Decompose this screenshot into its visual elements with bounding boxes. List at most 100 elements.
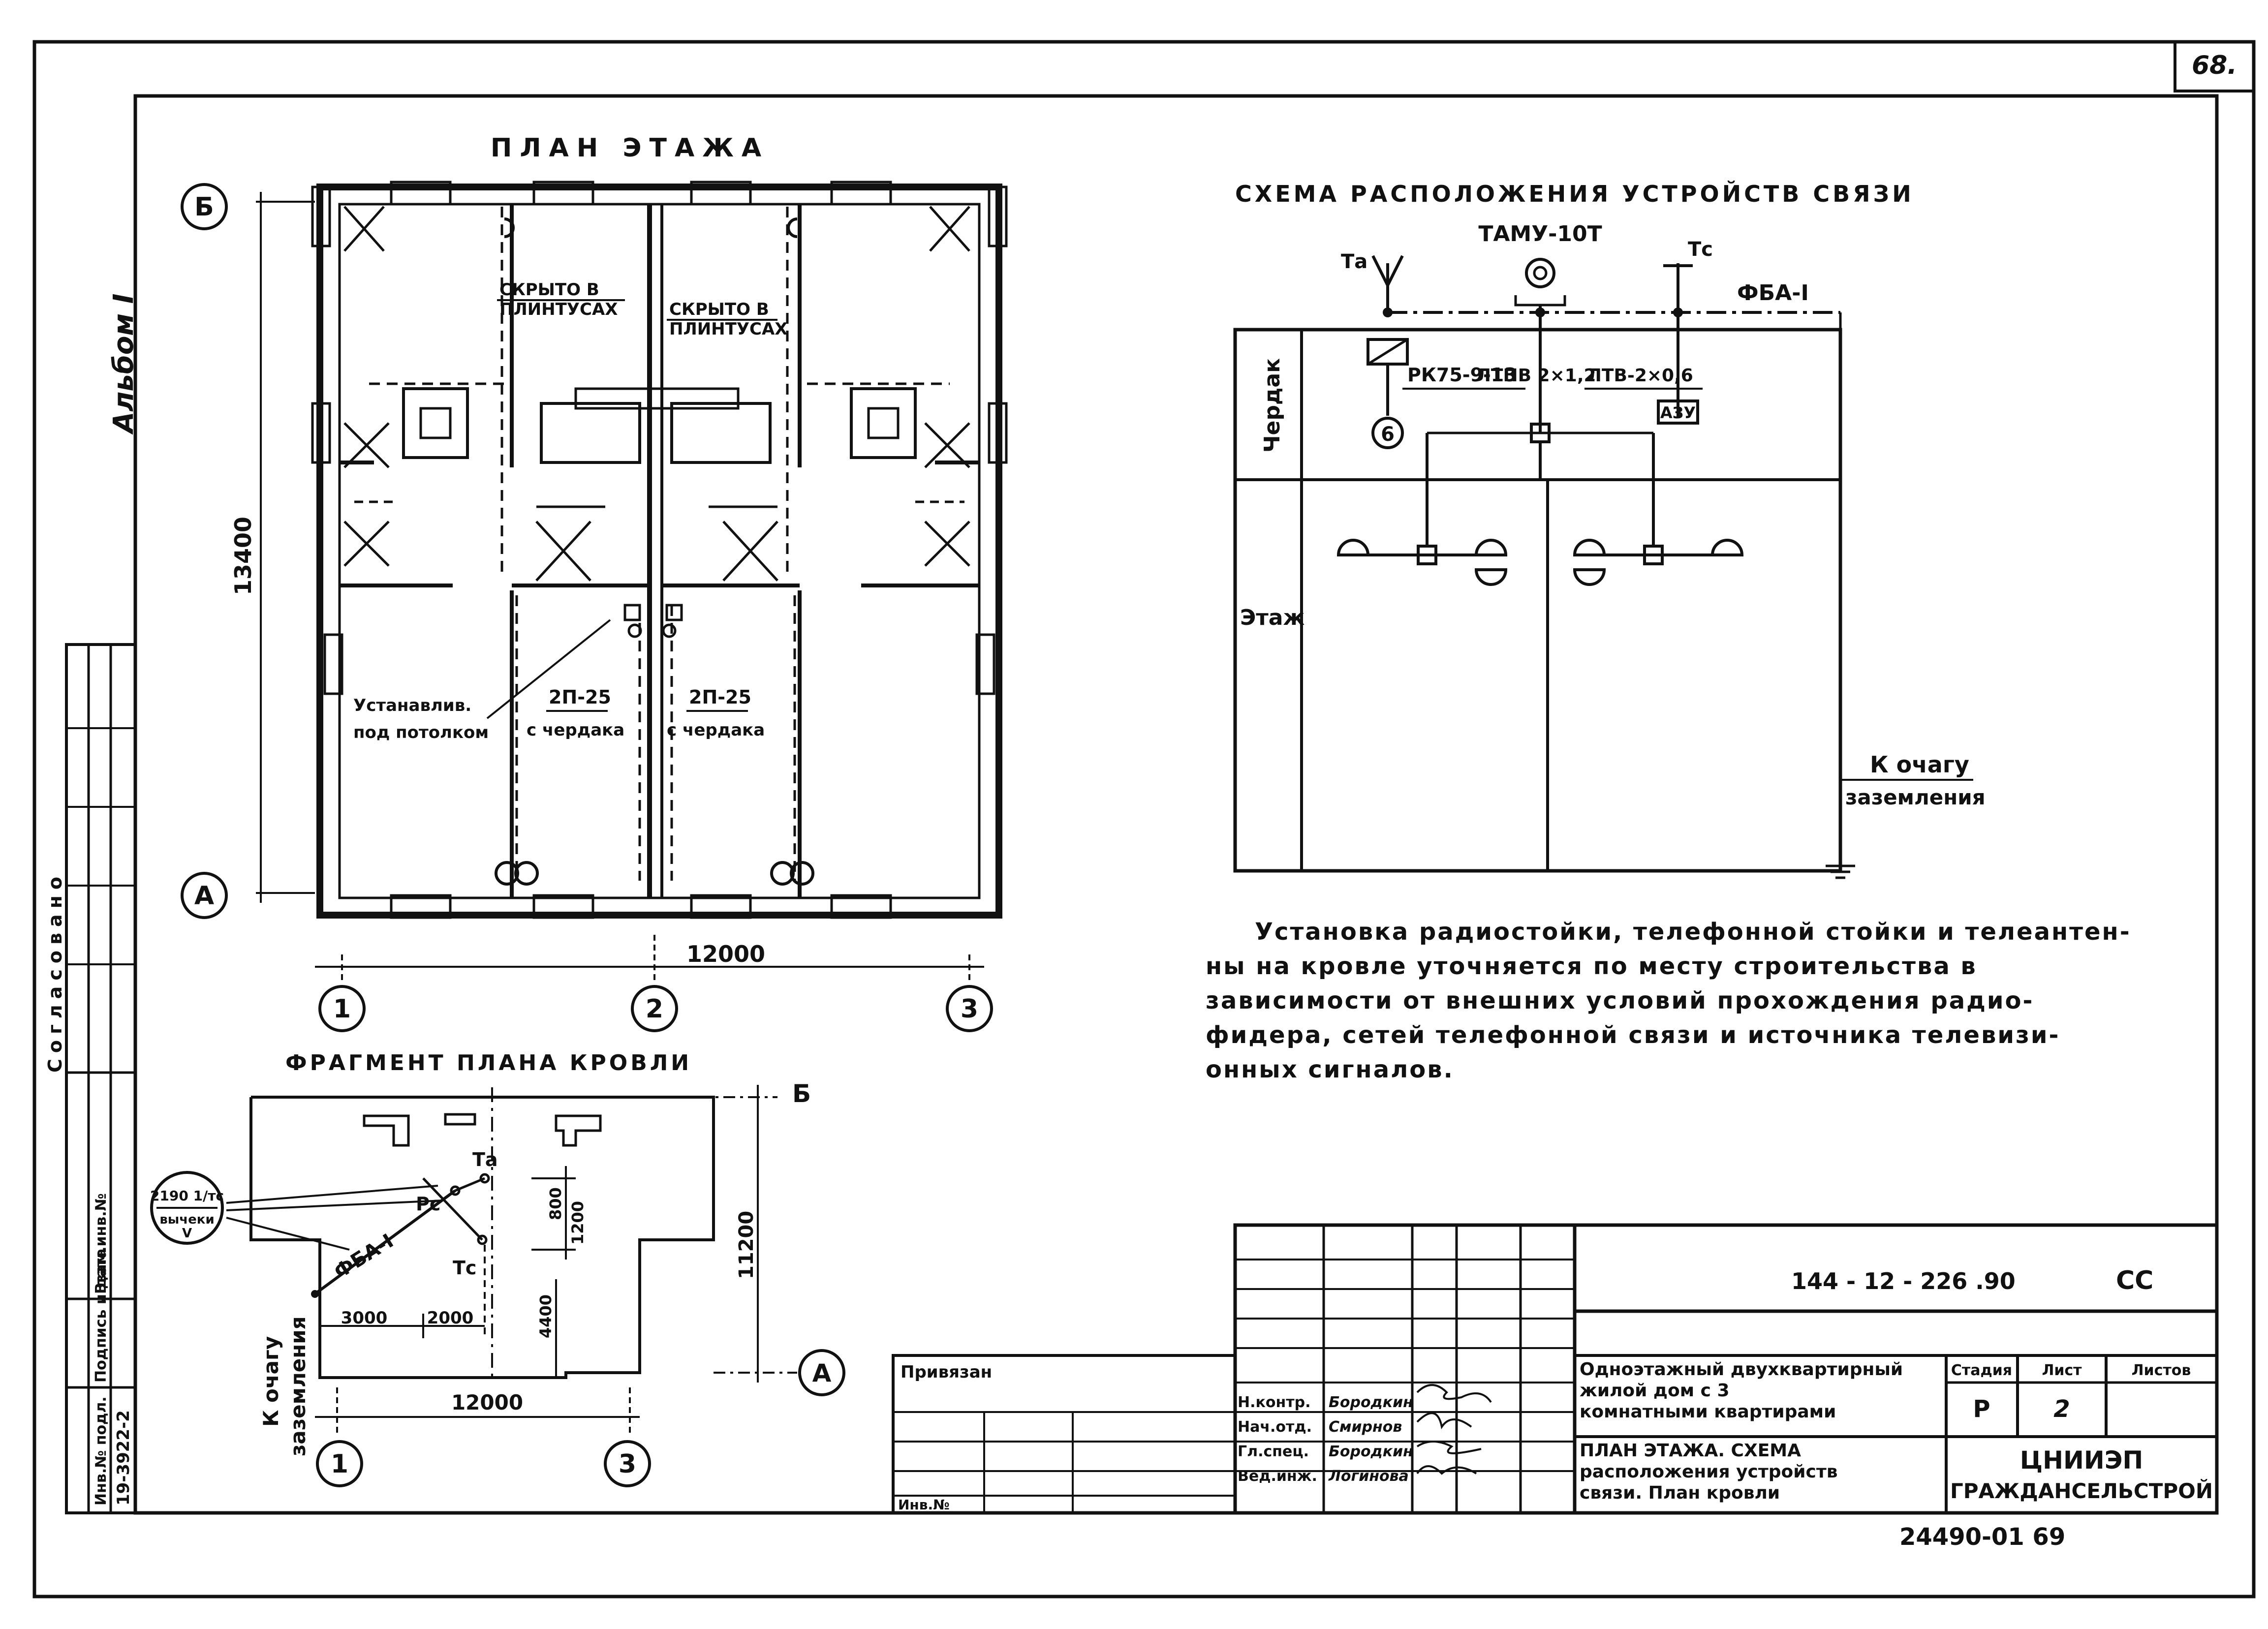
roof-tc: Тс [453,1257,476,1279]
lists-header: Листов [2132,1362,2191,1379]
floor-plan: ПЛАН ЭТАЖА [181,133,1008,1032]
list-header: Лист [2042,1362,2082,1379]
axis-a-circle [181,872,228,919]
roof-feeder: ФБА-I [330,1229,398,1283]
note-block: Установка радиостойки, телефонной стойки… [1206,918,2130,1083]
role-2: Нач.отд. [1238,1418,1312,1436]
scheme-ground-2: заземления [1845,785,1986,809]
roof-pc: Рс [416,1193,440,1215]
scheme-feeder: ФБА-I [1737,280,1809,306]
axis-1-circle [318,985,366,1032]
role-4: Вед.инж. [1238,1468,1317,1485]
roof-axis-1-circle [316,1440,363,1487]
note-left-line1: СКРЫТО В [499,280,599,300]
roof-axis-a-circle [798,1349,845,1396]
scheme-ground-1: К очагу [1870,751,1969,778]
scheme-tamu: ТАМУ-10Т [1478,221,1602,246]
org-line2: ГРАЖДАНСЕЛЬСТРОЙ [1950,1478,2213,1503]
axis-3-circle [946,985,993,1032]
project-line3: комнатными квартирами [1580,1402,1836,1422]
scheme-rk: РК75-9-13 [1407,364,1517,386]
dim-11200: 11200 [735,1211,758,1279]
scheme-attic: Чердак [1260,358,1285,453]
stage-header: Стадия [1951,1362,2012,1379]
name-4: Логинова [1328,1468,1409,1485]
cable-right-note: с чердака [667,720,765,740]
axis-b-circle [181,183,228,230]
scheme-floor: Этаж [1240,605,1305,630]
privyazan-label: Привязан [901,1362,992,1382]
axis-a-label: А [194,881,214,911]
roof-ground-1: К очагу [259,1336,283,1427]
note-line5: онных сигналов. [1206,1056,1454,1083]
name-1: Бородкин [1329,1394,1413,1411]
note-line4: фидера, сетей телефонной связи и источни… [1206,1021,2060,1049]
axis-1-label: 1 [333,994,351,1024]
bottom-code: 24490-01 69 [1899,1523,2065,1551]
install-line2: под потолком [353,723,489,742]
list-value: 2 [2053,1395,2070,1423]
roof-axis-3-circle [604,1440,651,1487]
inv-podl-label: Инв.№ подл. [93,1396,110,1506]
signature-2 [1416,1412,1472,1430]
cable-left: 2П-25 [549,686,611,708]
roof-ground-2: заземления [286,1316,310,1456]
dim-800: 800 [546,1187,565,1220]
roof-plan: ФРАГМЕНТ ПЛАНА КРОВЛИ Б А 11200 Тa Рс Тс… [150,1050,845,1487]
scheme-frame [1233,328,1842,873]
axis-2-circle [631,985,678,1032]
axis-3-label: 3 [961,994,978,1024]
side-stamp: Согласовано Инв.№ подл. Подпись и дата В… [44,643,137,1514]
name-3: Бородкин [1329,1443,1413,1460]
signature-4 [1416,1465,1477,1475]
podpis-label: Подпись и дата [93,1249,110,1383]
dim-1200: 1200 [568,1201,587,1245]
outer-walls [316,184,1002,919]
project-line1: Одноэтажный двухквартирный [1580,1359,1903,1380]
dim-3000: 3000 [341,1308,388,1328]
project-line2: жилой дом с 3 [1580,1381,1730,1401]
note-line2: ны на кровле уточняется по месту строите… [1206,953,1977,980]
dim-12000-roof: 12000 [451,1390,523,1414]
approved-label: Согласовано [44,871,66,1073]
roof-outline [249,1096,715,1379]
sheet-name-line2: расположения устройств [1580,1462,1837,1482]
sheet-name-line3: связи. План кровли [1580,1483,1780,1503]
dim-4400: 4400 [536,1294,555,1338]
signature-3 [1416,1441,1482,1454]
drawing-code: 144 - 12 - 226 .90 [1791,1268,2016,1294]
scheme-six: 6 [1381,423,1395,446]
album-label: Альбом I [108,294,140,435]
dim-height: 13400 [230,517,256,595]
name-2: Смирнов [1329,1418,1402,1436]
roof-axis-1: 1 [331,1449,348,1479]
callout-line2: вычеки [159,1212,214,1227]
scheme-lt2: ЛТВ-2×0,6 [1587,366,1693,386]
scheme-azu: АЗУ [1660,403,1696,422]
scheme-tc: Тс [1688,238,1713,261]
note-line3: зависимости от внешних условий прохожден… [1206,987,2034,1014]
callout-line3: V [182,1226,192,1241]
note-right-line2: ПЛИНТУСАХ [669,319,788,339]
org-line1: ЦНИИЭП [2020,1446,2143,1475]
inv-no-label: Инв.№ [898,1497,950,1513]
sheet-name-line1: ПЛАН ЭТАЖА. СХЕМА [1580,1441,1801,1461]
cable-right: 2П-25 [689,686,751,708]
scheme-title: СХЕМА РАСПОЛОЖЕНИЯ УСТРОЙСТВ СВЯЗИ [1235,181,1914,207]
scheme-ta: Тa [1341,250,1367,273]
dim-2000: 2000 [427,1308,474,1328]
axis-2-label: 2 [646,994,663,1024]
floor-plan-title: ПЛАН ЭТАЖА [491,133,769,163]
drawing-cc: СС [2116,1266,2153,1295]
install-line1: Устанавлив. [353,696,471,715]
dim-width: 12000 [686,941,765,967]
note-right-line1: СКРЫТО В [669,300,769,319]
outer-frame [32,40,2256,1598]
roof-plan-title: ФРАГМЕНТ ПЛАНА КРОВЛИ [285,1050,692,1076]
title-block: Привязан Инв.№ 144 - 12 - 226 .90 СС Одн… [892,1223,2219,1551]
comm-scheme: СХЕМА РАСПОЛОЖЕНИЯ УСТРОЙСТВ СВЯЗИ ТАМУ-… [1233,181,1986,879]
roof-axis-b: Б [792,1079,811,1108]
signature-1 [1416,1384,1492,1403]
